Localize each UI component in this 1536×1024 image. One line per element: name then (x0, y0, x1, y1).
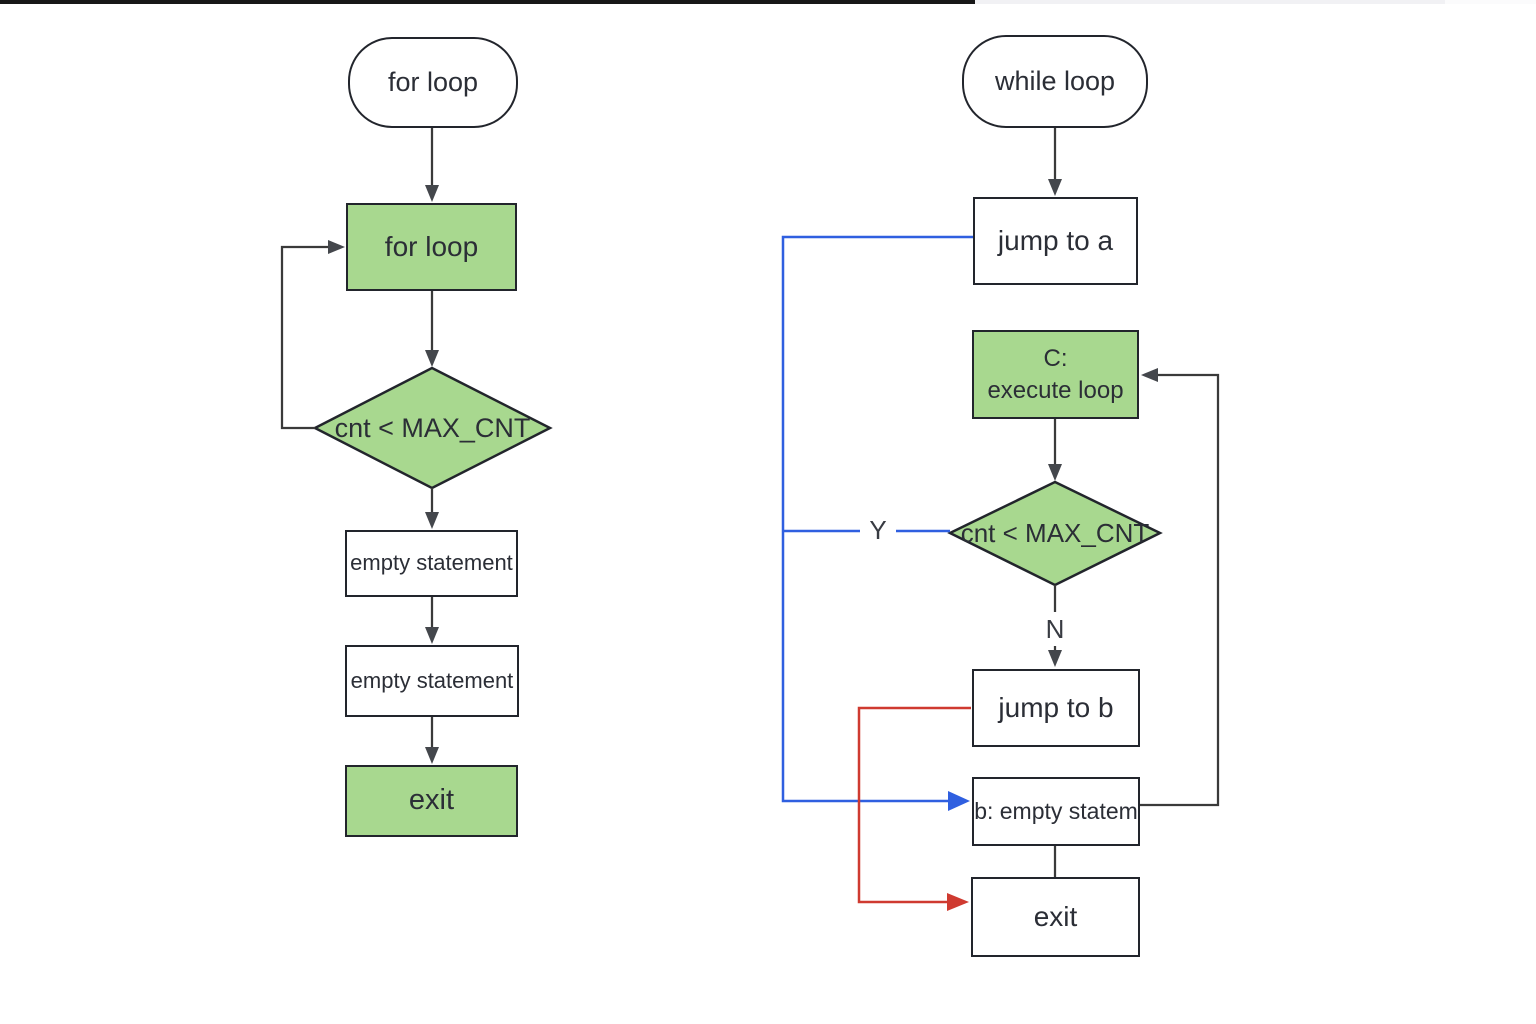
for-exit-label: exit (408, 784, 455, 817)
for-condition-text: cnt < MAX_CNT (334, 412, 531, 443)
top-edge-strip-light (975, 0, 1445, 4)
while-exit-label: exit (1033, 900, 1078, 932)
c-execute-loop-line2: execute loop (987, 376, 1124, 404)
for-statement1-node: empty statement (345, 530, 518, 597)
arrowhead-loopback (328, 240, 345, 254)
arrowhead-jumpa-in (1048, 179, 1062, 196)
while-loop-start-label: while loop (994, 65, 1116, 96)
jump-to-a-label: jump to a (997, 224, 1114, 256)
arrowhead-red-exit-in (947, 893, 969, 911)
jump-to-b-label: jump to b (998, 691, 1114, 723)
connector-blue-jumpa-to-bempty (781, 235, 973, 803)
for-statement2-label: empty statement (350, 667, 514, 693)
no-edge-text: N (1045, 613, 1065, 644)
for-loop-process-node: for loop (346, 203, 517, 291)
arrowhead-stmt2-in (425, 627, 439, 644)
for-condition-label: cnt < MAX_CNT (312, 410, 553, 446)
arrowhead-forcondition-in (425, 350, 439, 367)
arrowhead-forloop-in (425, 185, 439, 202)
connector-loopback-left (280, 245, 329, 430)
no-edge-label: N (1037, 612, 1073, 646)
while-condition-label: cnt < MAX_CNT (945, 516, 1165, 551)
connector-red-jumpb-to-exit (857, 706, 971, 904)
jump-to-b-node: jump to b (972, 669, 1140, 747)
while-condition-text: cnt < MAX_CNT (960, 518, 1150, 548)
b-empty-statement-label: b: empty statem (974, 797, 1138, 824)
for-loop-start-label: for loop (387, 66, 479, 97)
arrowhead-forexit-in (425, 747, 439, 764)
top-edge-strip-end (1445, 0, 1536, 4)
for-loop-process-label: for loop (384, 230, 479, 262)
arrowhead-stmt1-in (425, 512, 439, 529)
arrowhead-cexec-in (1141, 368, 1158, 382)
arrowhead-jumpb-in (1048, 650, 1062, 667)
top-edge-strip-dark (0, 0, 975, 4)
connector-bempty-to-cexec-loop (1140, 373, 1220, 807)
for-loop-start-terminal: for loop (348, 37, 518, 128)
arrowhead-blue-bempty-in (948, 791, 970, 811)
for-statement1-label: empty statement (350, 550, 513, 576)
b-empty-statement-node: b: empty statem (972, 777, 1140, 846)
c-execute-loop-line1: C: (1043, 345, 1068, 373)
while-exit-node: exit (971, 877, 1140, 957)
jump-to-a-node: jump to a (973, 197, 1138, 285)
while-loop-start-terminal: while loop (962, 35, 1148, 128)
for-statement2-node: empty statement (345, 645, 519, 717)
yes-edge-label: Y (860, 512, 896, 548)
c-execute-loop-node: C: execute loop (972, 330, 1139, 419)
yes-edge-text: Y (869, 514, 887, 545)
for-exit-node: exit (345, 765, 518, 837)
arrowhead-whilecondition-in (1048, 464, 1062, 481)
